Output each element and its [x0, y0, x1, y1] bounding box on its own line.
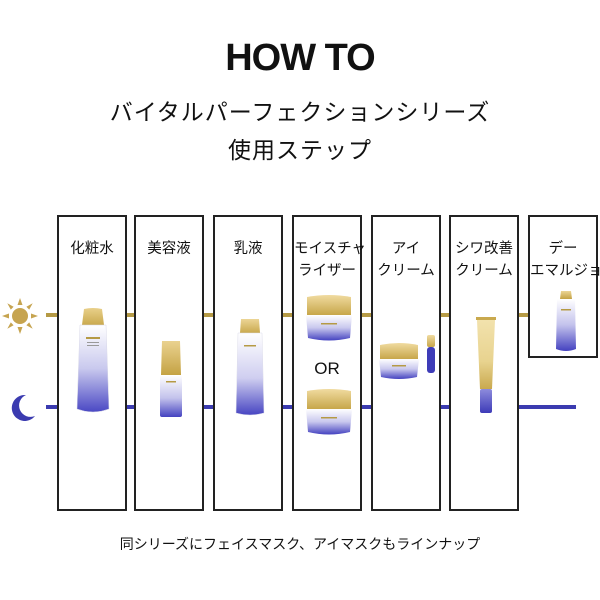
- step-label-line1: デー: [548, 241, 578, 257]
- step-label: 美容液: [147, 241, 191, 257]
- step-label-line1: アイ: [391, 241, 421, 257]
- moisturizer-jar-night-icon: [306, 389, 352, 435]
- day-emulsion-bottle-icon: [556, 291, 576, 351]
- step-box-emulsion: 乳液: [213, 215, 283, 511]
- step-box-serum: 美容液: [134, 215, 204, 511]
- emulsion-bottle-icon: [235, 319, 265, 416]
- or-label: OR: [314, 359, 340, 378]
- step-label-line2: クリーム: [377, 263, 435, 279]
- moon-icon: [11, 394, 35, 421]
- series-name: バイタルパーフェクションシリーズ: [109, 100, 491, 126]
- lineup-note: 同シリーズにフェイスマスク、アイマスクもラインナップ: [119, 537, 481, 553]
- wrinkle-cream-tube-icon: [476, 317, 496, 413]
- step-label-line2: ライザー: [298, 263, 356, 279]
- step-box-eye-cream: アイ クリーム: [371, 215, 441, 511]
- lotion-bottle-icon: [76, 308, 110, 413]
- sun-icon: [2, 298, 38, 334]
- step-label-line1: シワ改善: [455, 241, 513, 257]
- serum-bottle-icon: [160, 341, 182, 417]
- moisturizer-jar-day-icon: [306, 295, 352, 341]
- page-title: HOW TO: [225, 37, 376, 79]
- step-label-line1: モイスチャ: [294, 241, 366, 257]
- step-label-line2: クリーム: [455, 263, 513, 279]
- step-label-line2: エマルジョン: [530, 263, 600, 279]
- step-box-moisturizer: モイスチャ ライザー OR: [292, 215, 366, 511]
- usage-steps-heading: 使用ステップ: [228, 138, 372, 164]
- step-label: 化粧水: [70, 241, 114, 257]
- step-box-lotion: 化粧水: [57, 215, 127, 511]
- eye-cream-jar-icon: [379, 335, 435, 379]
- step-box-wrinkle-cream: シワ改善 クリーム: [449, 215, 519, 511]
- step-box-day-emulsion: デー エマルジョン: [528, 215, 600, 358]
- step-label: 乳液: [233, 241, 263, 257]
